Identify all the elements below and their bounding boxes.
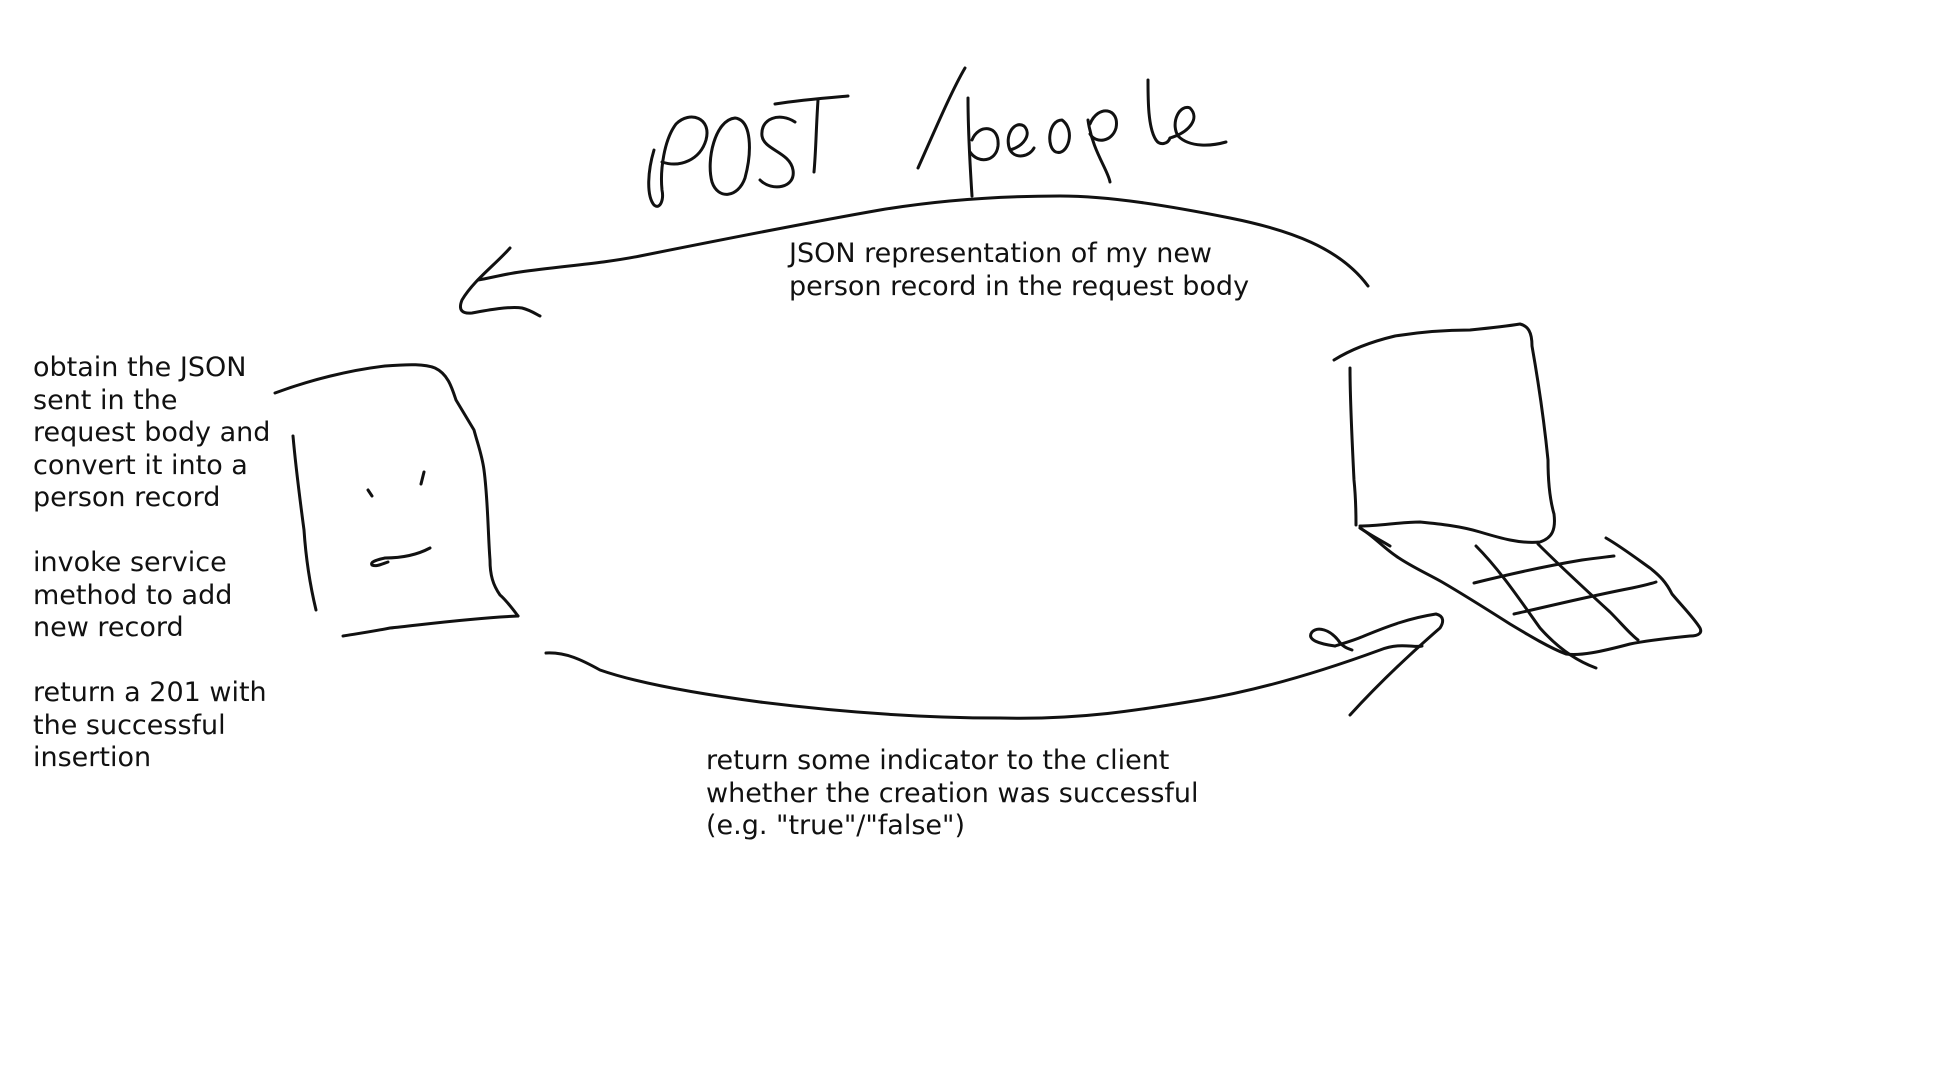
request-arrow-icon xyxy=(458,194,1370,318)
step-spacer xyxy=(33,515,270,548)
laptop-client-icon xyxy=(1332,322,1703,670)
server-step-1-line: person record xyxy=(33,482,221,513)
server-step-2-line: method to add xyxy=(33,579,233,611)
response-arrow-icon xyxy=(544,612,1445,720)
step-spacer xyxy=(33,645,270,678)
server-step-3-line: return a 201 with xyxy=(33,677,267,708)
response-note: return some indicator to the client whet… xyxy=(706,745,1199,843)
response-note-line: whether the creation was successful xyxy=(706,777,1199,809)
server-face-icon xyxy=(273,363,520,638)
server-step-3-line: the successful xyxy=(33,709,226,741)
response-note-line: (e.g. "true"/"false") xyxy=(706,810,965,841)
request-note-line: person record in the request body xyxy=(789,270,1250,302)
server-step-1-line: request body and xyxy=(33,417,271,448)
request-note: JSON representation of my new person rec… xyxy=(789,238,1249,303)
server-step-3-line: insertion xyxy=(33,742,152,773)
server-step-1-line: sent in the xyxy=(33,384,178,416)
response-note-line: return some indicator to the client xyxy=(706,745,1170,776)
server-step-2-line: new record xyxy=(33,612,184,643)
server-step-1-line: convert it into a xyxy=(33,449,248,481)
server-step-2-line: invoke service xyxy=(33,547,227,578)
request-note-line: JSON representation of my new xyxy=(789,238,1213,269)
server-step-1-line: obtain the JSON xyxy=(33,352,247,383)
handwritten-title xyxy=(647,66,1228,208)
server-steps-note: obtain the JSON sent in the request body… xyxy=(33,352,270,775)
